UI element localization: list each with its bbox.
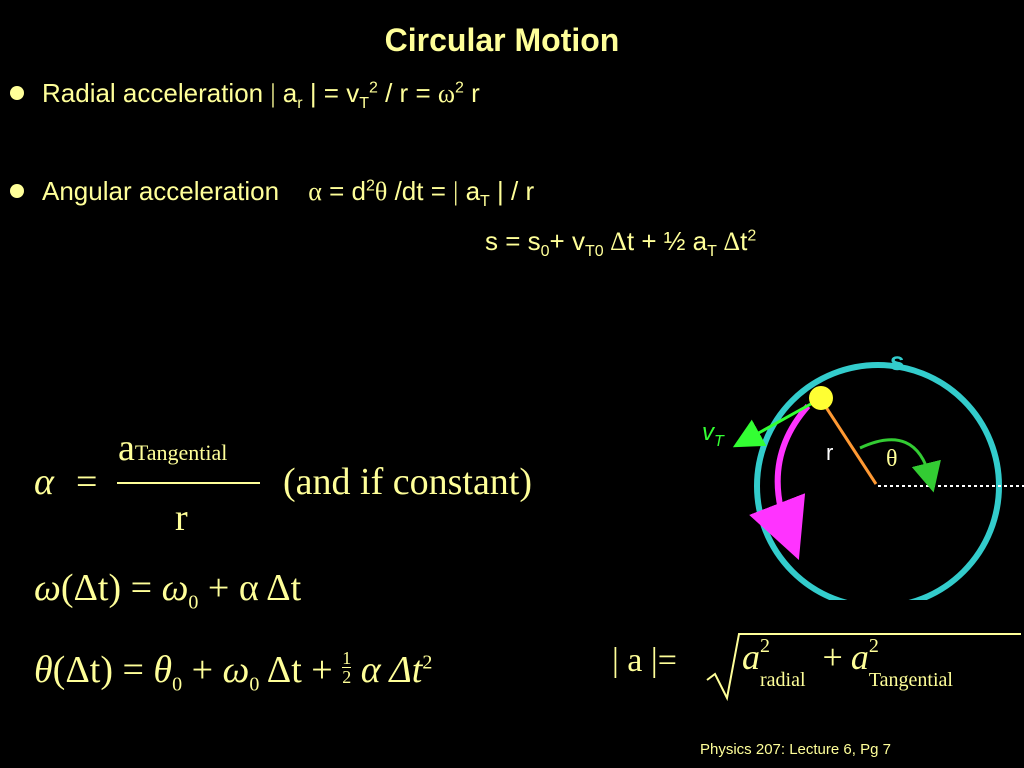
constant-note: (and if constant) (283, 461, 533, 503)
label-r: r (826, 440, 833, 465)
omega-equation: ω(Δt) = ω0 + α Δt (34, 567, 302, 614)
alpha-equals: = (76, 461, 98, 503)
footer: Physics 207: Lecture 6, Pg 7 (700, 741, 891, 758)
magnitude-a-lhs: | a |= (612, 642, 677, 679)
bullet-dot (10, 86, 24, 101)
radius-line (818, 397, 878, 485)
circular-motion-diagram: s vT r θ (702, 346, 1024, 600)
velocity-vector (732, 398, 819, 448)
sqrt-sign (706, 633, 1021, 702)
slide-title: Circular Motion (384, 22, 620, 58)
particle (809, 386, 833, 410)
fraction-denominator: r (175, 497, 188, 539)
label-theta: θ (886, 446, 898, 472)
bullet-radial-acceleration: Radial acceleration | ar | = vT2 / r = ω… (10, 78, 480, 113)
bullet-dot (10, 184, 24, 199)
label-vT: vT (702, 419, 725, 450)
angle-arrow (859, 438, 941, 493)
fraction-numerator: aTangential (118, 427, 228, 469)
circular-path (754, 362, 1002, 600)
alpha-symbol: α (34, 461, 54, 503)
fraction-bar (117, 482, 260, 484)
arc-length-arrow (749, 404, 811, 560)
displacement-equation: s = s0+ vT0 Δt + ½ aT Δt2 (485, 226, 757, 261)
bullet-angular-acceleration: Angular acceleration α = d2θ /dt = | aT … (10, 176, 534, 211)
label-s: s (890, 346, 904, 376)
